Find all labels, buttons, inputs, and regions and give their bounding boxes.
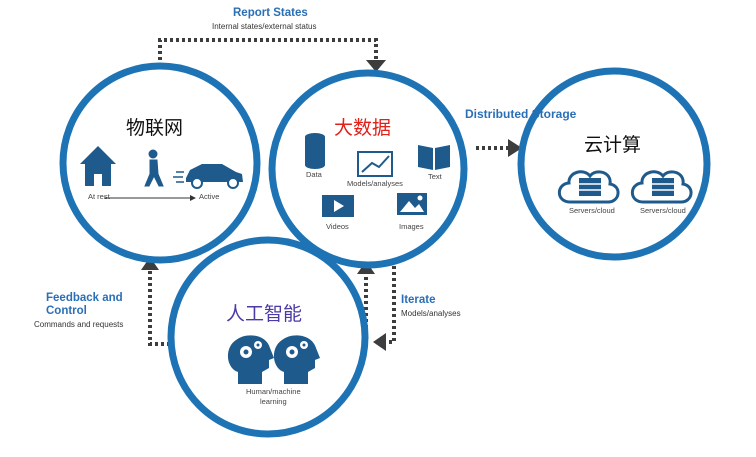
ai-caption-line1: Human/machine <box>246 387 301 396</box>
report-states-subtitle: Internal states/external status <box>212 22 317 31</box>
server-caption-2: Servers/cloud <box>640 206 686 215</box>
models-caption: Models/analyses <box>347 179 403 188</box>
distributed-storage-label: Distributed Storage <box>465 107 577 121</box>
active-caption: Active <box>199 192 220 201</box>
videos-caption: Videos <box>326 222 349 231</box>
server-caption-1: Servers/cloud <box>569 206 615 215</box>
data-caption: Data <box>306 170 322 179</box>
arrowhead-up-icon <box>141 257 159 270</box>
ai-title: 人工智能 <box>226 303 303 325</box>
head-gears-icon <box>227 335 274 384</box>
text-caption: Text <box>428 172 442 181</box>
arrowhead-left-icon <box>373 333 386 351</box>
cloud-server-icon <box>557 170 620 204</box>
feedback-subtitle: Commands and requests <box>34 320 124 329</box>
rest-to-active-arrow <box>104 195 196 201</box>
cloud-title: 云计算 <box>584 134 642 156</box>
house-icon <box>80 146 116 186</box>
ai-caption-line2: learning <box>259 397 287 406</box>
images-caption: Images <box>399 222 424 231</box>
video-icon <box>322 195 354 217</box>
chart-icon <box>357 151 393 177</box>
bigdata-title: 大数据 <box>334 117 392 139</box>
iot-title: 物联网 <box>126 117 184 139</box>
cloud-circle <box>517 67 711 261</box>
arrowhead-right-icon <box>508 139 522 157</box>
car-icon <box>173 164 243 189</box>
head-gears-icon <box>273 335 320 384</box>
connector-distributed-storage <box>476 139 522 157</box>
report-states-title: Report States <box>233 7 308 19</box>
iterate-title: Iterate <box>401 294 436 306</box>
at-rest-caption: At rest <box>88 192 110 201</box>
iterate-subtitle: Models/analyses <box>401 309 461 318</box>
book-icon <box>418 145 450 170</box>
cloud-server-icon <box>630 170 693 204</box>
connector-report-states <box>158 38 386 72</box>
feedback-title-line1: Feedback and <box>46 292 123 304</box>
ai-circle <box>167 236 369 438</box>
ai-caption: Human/machine learning <box>246 387 301 407</box>
connector-feedback <box>141 257 170 346</box>
connector-iterate-down <box>373 266 396 351</box>
feedback-control-title: Feedback and Control <box>46 292 123 318</box>
image-icon <box>397 193 427 215</box>
walking-person-icon <box>144 149 164 187</box>
arrowhead-down-icon <box>366 60 386 72</box>
iot-circle <box>59 62 261 264</box>
database-icon <box>305 133 325 169</box>
feedback-title-line2: Control <box>46 305 87 317</box>
